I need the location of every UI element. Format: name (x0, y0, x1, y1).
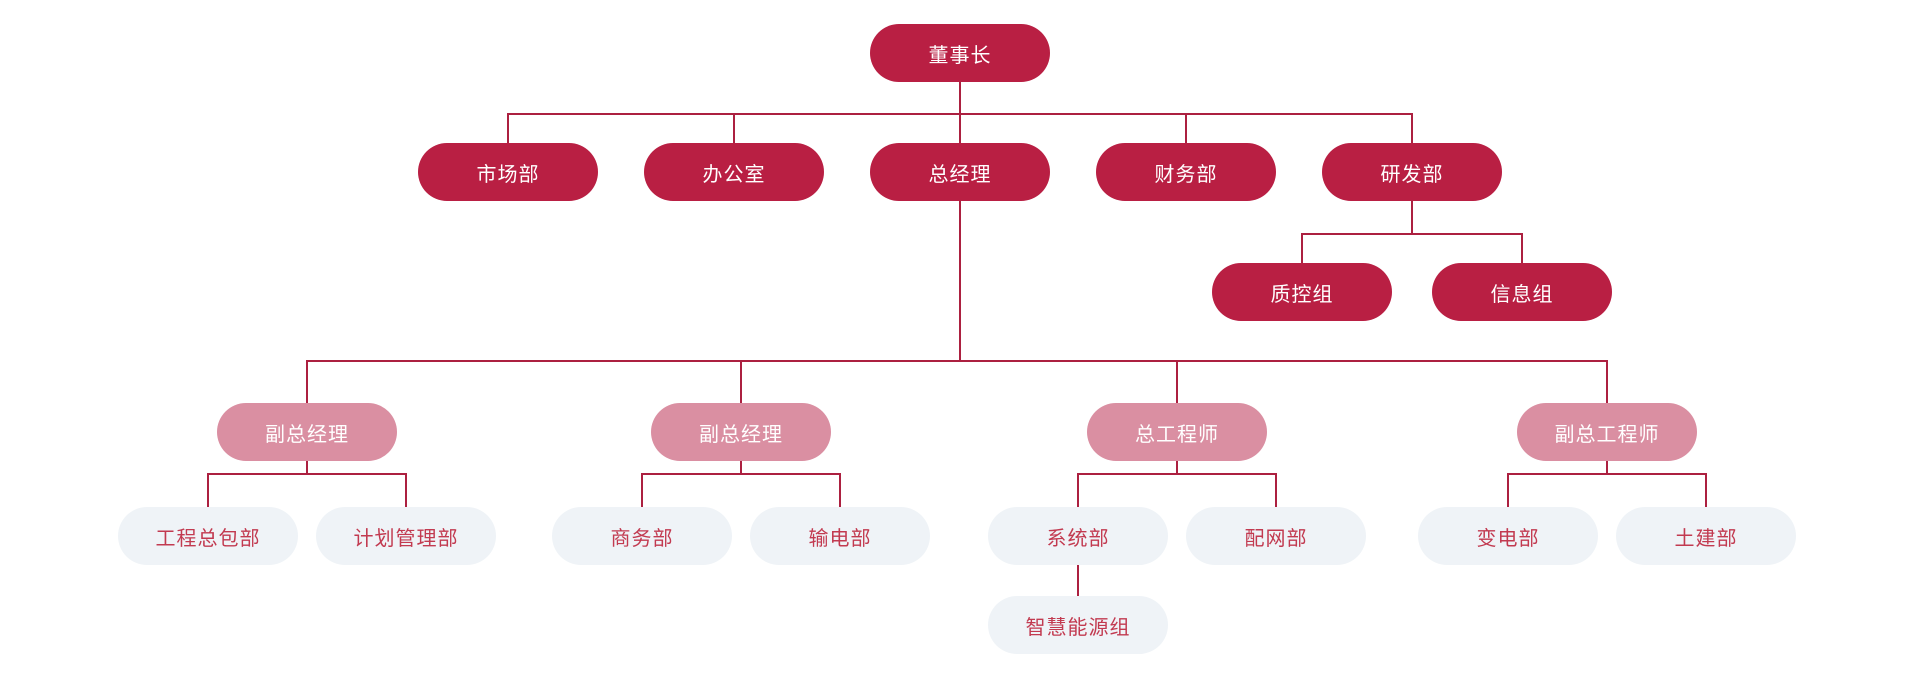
org-node-commerce-dept[interactable]: 商务部 (552, 507, 732, 565)
org-node-transmission-dept[interactable]: 输电部 (750, 507, 930, 565)
connector-line (1077, 580, 1079, 596)
connector-line (1176, 360, 1178, 403)
org-node-chief-engineer[interactable]: 总工程师 (1087, 403, 1267, 461)
org-node-label: 办公室 (702, 163, 766, 186)
connector-line (306, 360, 308, 403)
connector-line (1606, 360, 1608, 403)
org-node-finance-dept[interactable]: 财务部 (1096, 143, 1276, 201)
connector-line (306, 360, 1608, 362)
org-node-rd-dept[interactable]: 研发部 (1322, 143, 1502, 201)
org-node-civil-dept[interactable]: 土建部 (1616, 507, 1796, 565)
org-node-label: 董事长 (928, 44, 992, 67)
connector-line (1521, 233, 1523, 263)
connector-line (1176, 461, 1178, 473)
connector-line (1411, 113, 1413, 143)
connector-line (507, 113, 509, 143)
org-node-label: 总工程师 (1135, 423, 1219, 446)
org-node-label: 智慧能源组 (1025, 616, 1131, 639)
org-node-chairman[interactable]: 董事长 (870, 24, 1050, 82)
org-node-label: 市场部 (476, 163, 540, 186)
org-node-epc-dept[interactable]: 工程总包部 (118, 507, 298, 565)
org-node-qc-group[interactable]: 质控组 (1212, 263, 1392, 321)
org-node-label: 计划管理部 (353, 527, 459, 550)
org-node-smart-energy-group[interactable]: 智慧能源组 (988, 596, 1168, 654)
org-node-marketing-dept[interactable]: 市场部 (418, 143, 598, 201)
org-node-office[interactable]: 办公室 (644, 143, 824, 201)
connector-line (959, 201, 961, 360)
connector-line (733, 113, 735, 143)
org-node-label: 工程总包部 (155, 527, 261, 550)
connector-line (959, 82, 961, 113)
org-node-systems-dept[interactable]: 系统部 (988, 507, 1168, 565)
connector-line (1606, 461, 1608, 473)
org-node-label: 研发部 (1380, 163, 1444, 186)
connector-line (1185, 113, 1187, 143)
org-node-label: 土建部 (1674, 527, 1738, 550)
org-node-label: 总经理 (928, 163, 992, 186)
org-node-label: 配网部 (1244, 527, 1308, 550)
org-node-label: 信息组 (1490, 283, 1554, 306)
connector-line (1275, 473, 1277, 507)
connector-line (405, 473, 407, 507)
connector-line (306, 461, 308, 473)
org-node-label: 质控组 (1270, 283, 1334, 306)
connector-line (1301, 233, 1523, 235)
org-node-deputy-gm-2[interactable]: 副总经理 (651, 403, 831, 461)
org-node-distribution-dept[interactable]: 配网部 (1186, 507, 1366, 565)
connector-line (1507, 473, 1707, 475)
org-node-label: 副总工程师 (1554, 423, 1660, 446)
connector-line (1301, 233, 1303, 263)
connector-line (740, 461, 742, 473)
connector-line (1077, 473, 1277, 475)
connector-line (839, 473, 841, 507)
org-node-label: 财务部 (1154, 163, 1218, 186)
org-node-label: 副总经理 (265, 423, 349, 446)
org-node-label: 输电部 (808, 527, 872, 550)
connector-line (1077, 473, 1079, 507)
org-node-info-group[interactable]: 信息组 (1432, 263, 1612, 321)
connector-line (740, 360, 742, 403)
connector-line (1705, 473, 1707, 507)
org-node-label: 系统部 (1046, 527, 1110, 550)
org-node-planning-dept[interactable]: 计划管理部 (316, 507, 496, 565)
org-node-label: 商务部 (610, 527, 674, 550)
connector-line (207, 473, 209, 507)
org-node-deputy-chief-engineer[interactable]: 副总工程师 (1517, 403, 1697, 461)
connector-line (1411, 201, 1413, 233)
org-node-label: 变电部 (1476, 527, 1540, 550)
connector-line (641, 473, 643, 507)
org-node-general-manager[interactable]: 总经理 (870, 143, 1050, 201)
connector-line (959, 113, 961, 143)
org-node-substation-dept[interactable]: 变电部 (1418, 507, 1598, 565)
connector-line (1507, 473, 1509, 507)
org-node-deputy-gm-1[interactable]: 副总经理 (217, 403, 397, 461)
connector-line (641, 473, 841, 475)
connector-line (1077, 565, 1079, 580)
org-node-label: 副总经理 (699, 423, 783, 446)
connector-line (207, 473, 407, 475)
